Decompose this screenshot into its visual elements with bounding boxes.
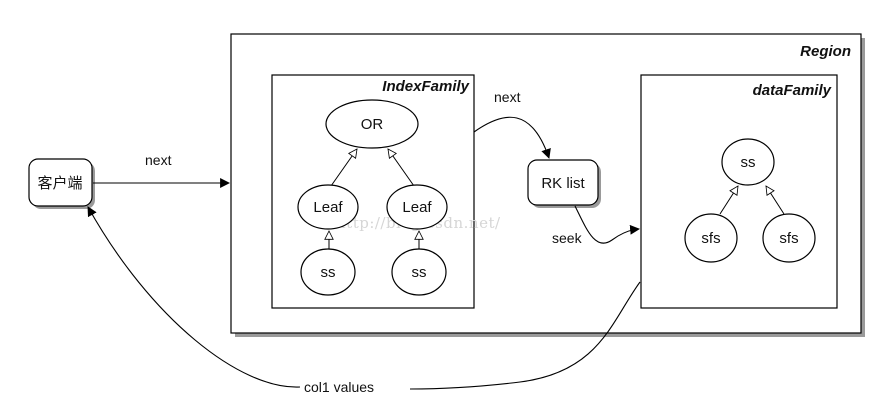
or-node-label: OR [361, 116, 384, 133]
data-family-box: dataFamily [640, 74, 838, 309]
ss-node-right: ss [391, 248, 447, 296]
ss-left-label: ss [321, 264, 336, 281]
index-family-title: IndexFamily [382, 78, 469, 95]
edge-index-next [473, 116, 551, 159]
rk-list-box: RK list [527, 159, 601, 208]
ss-node-left: ss [300, 248, 356, 296]
region-title: Region [800, 43, 851, 60]
edge-col-values [88, 207, 641, 390]
client-box: 客户端 [28, 158, 95, 209]
edge-sfs-right-to-ss [766, 186, 785, 215]
edge-leaf-left-to-or [330, 149, 357, 187]
sfs-node-right: sfs [762, 213, 816, 263]
sfs-right-label: sfs [779, 230, 798, 247]
leaf-left-label: Leaf [313, 199, 343, 216]
data-family-title: dataFamily [753, 82, 832, 99]
edge-sfs-left-to-ss [719, 186, 738, 215]
seek-label: seek [552, 230, 583, 246]
edge-seek [574, 205, 640, 244]
index-next-label: next [494, 89, 521, 105]
or-node: OR [325, 99, 419, 149]
col-values-label: col1 values [304, 379, 374, 395]
leaf-node-left: Leaf [297, 184, 359, 230]
client-label: 客户端 [37, 175, 82, 192]
data-ss-label: ss [741, 154, 756, 171]
rk-list-label: RK list [541, 175, 585, 192]
client-next-label: next [145, 152, 172, 168]
data-tree-edges [719, 186, 785, 215]
data-ss-node: ss [721, 138, 775, 186]
sfs-left-label: sfs [701, 230, 720, 247]
sfs-node-left: sfs [684, 213, 738, 263]
ss-right-label: ss [412, 264, 427, 281]
leaf-node-right: Leaf [386, 184, 448, 230]
edge-leaf-right-to-or [388, 149, 415, 187]
leaf-right-label: Leaf [402, 199, 432, 216]
flow-edges [88, 116, 641, 390]
